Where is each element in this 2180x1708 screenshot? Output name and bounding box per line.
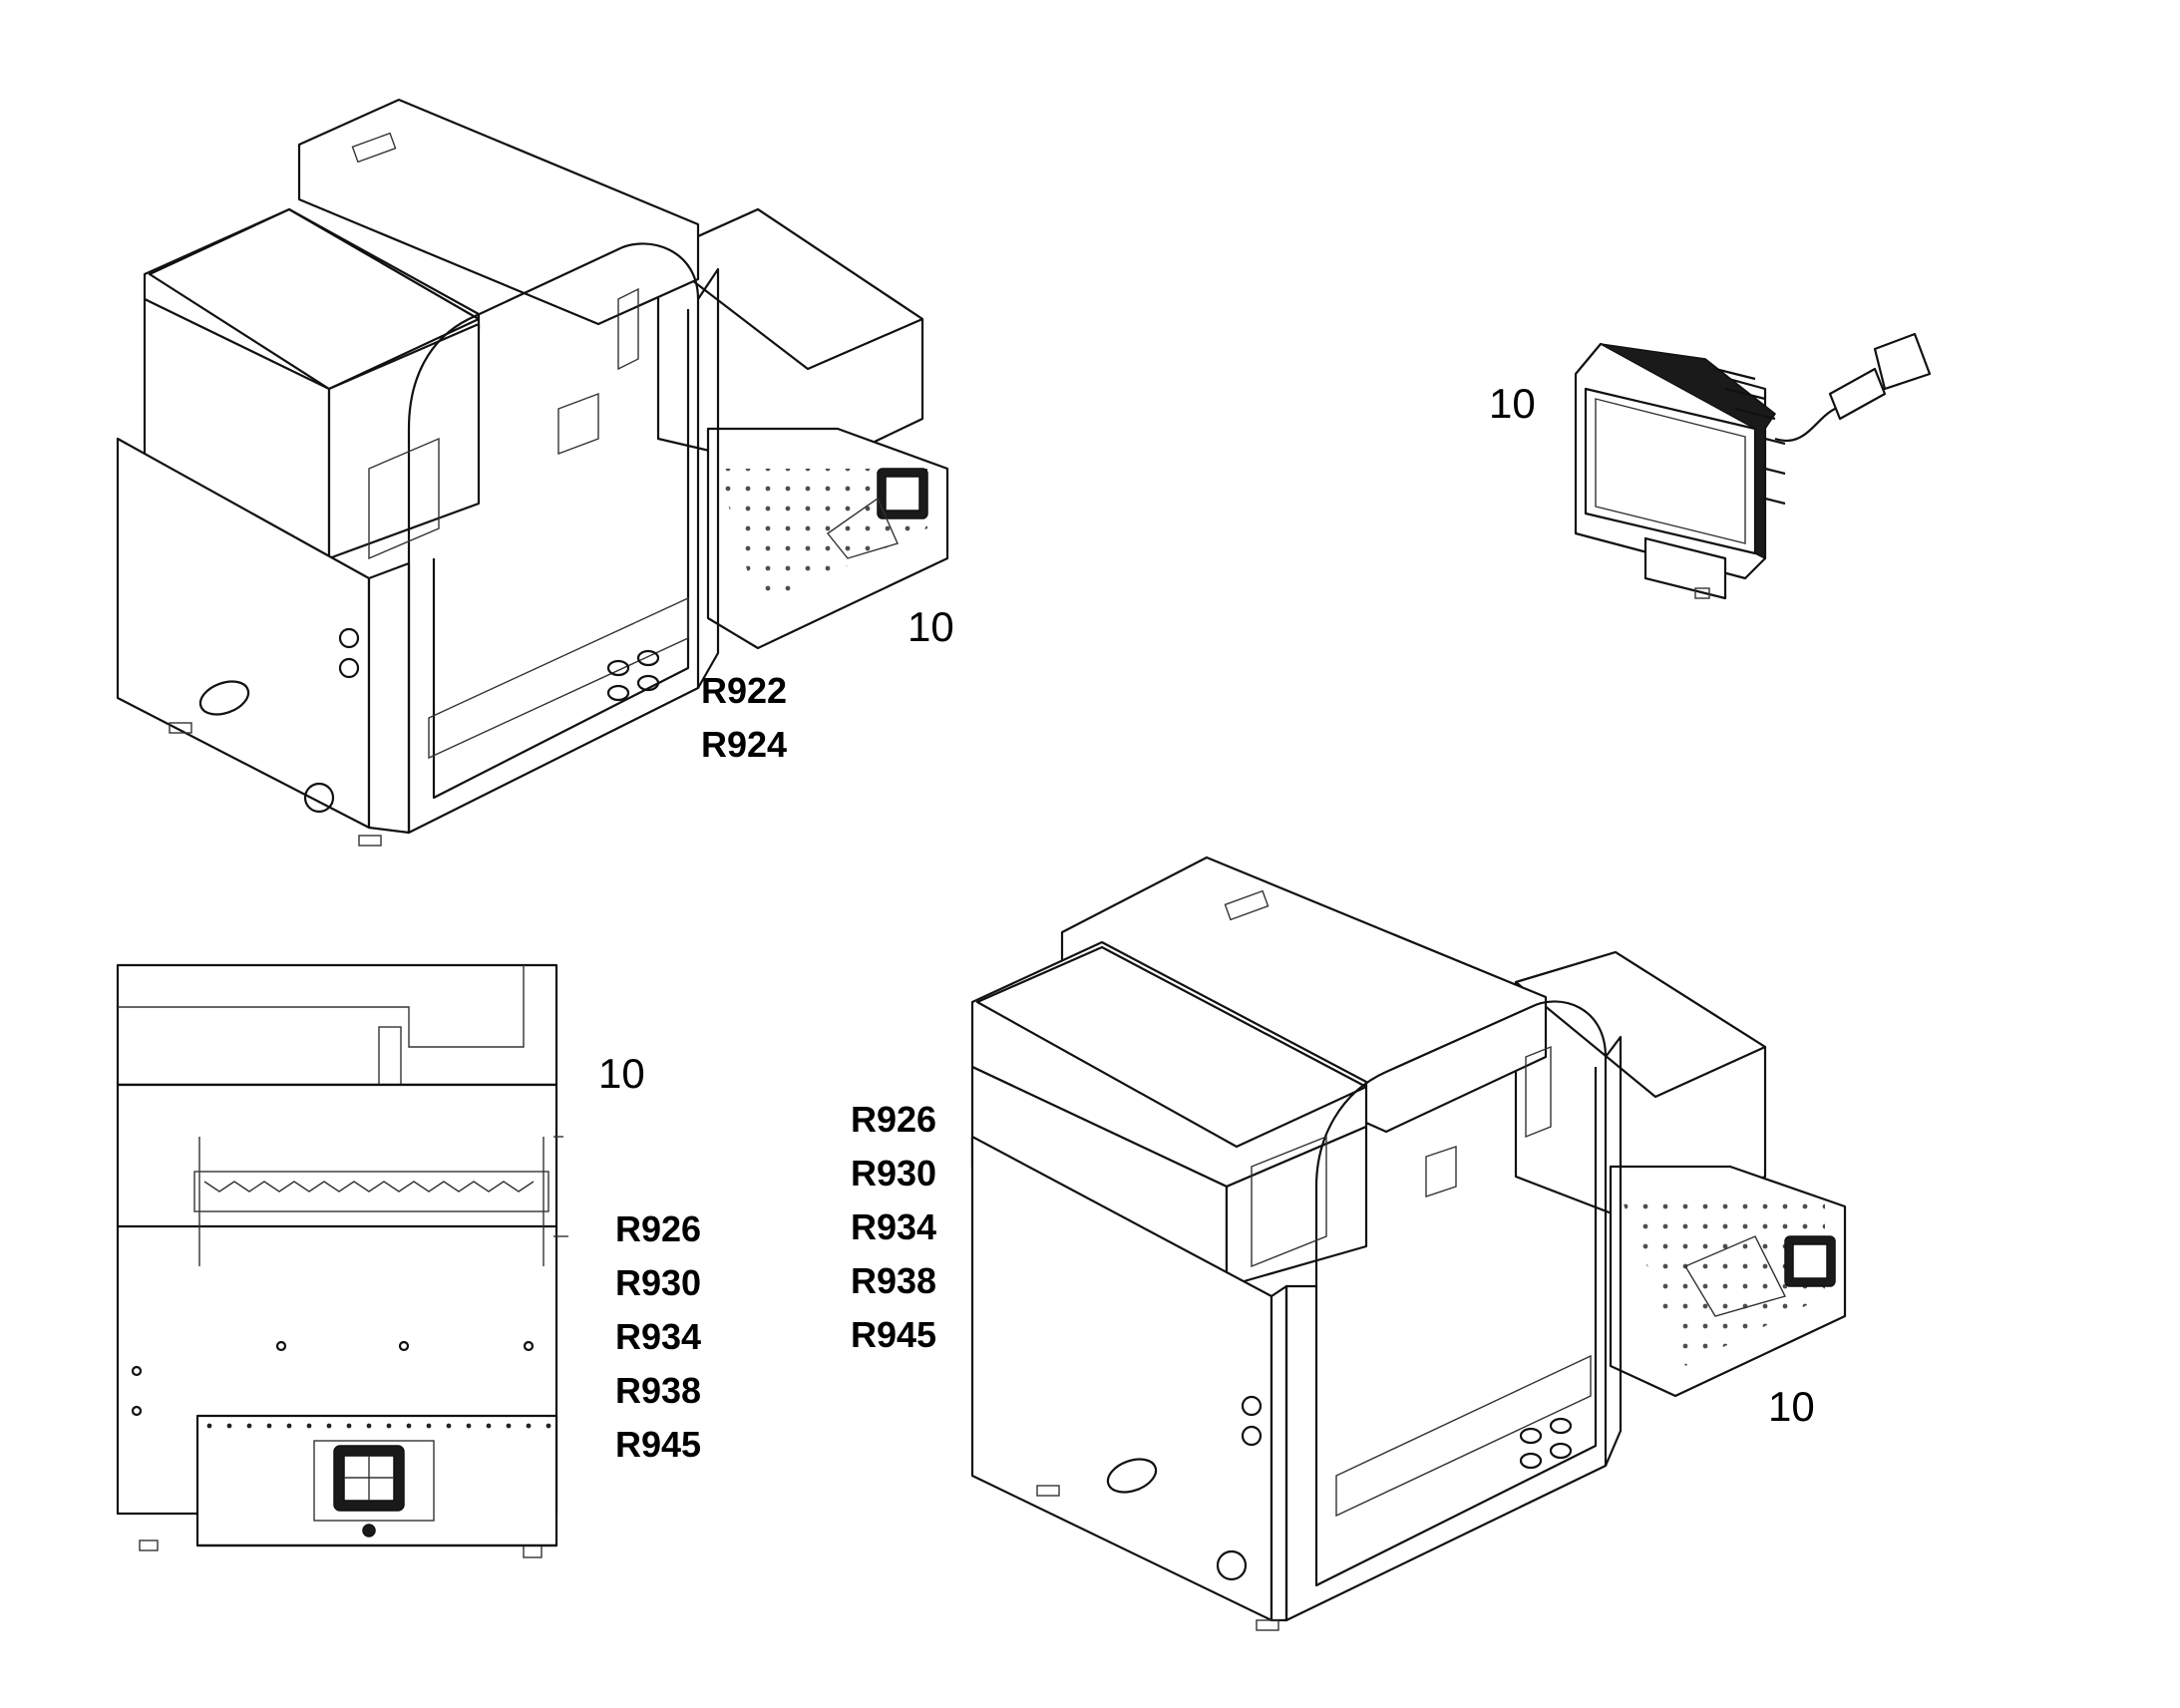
- reference-code: R924: [701, 724, 788, 765]
- reference-codes-view-2: R926 R930 R934 R938 R945: [615, 1208, 701, 1466]
- reference-code: R930: [851, 1153, 937, 1194]
- item-number-view-1: 10: [908, 603, 954, 650]
- reference-code: R945: [615, 1424, 702, 1465]
- cab-front-view-2: [116, 963, 568, 1558]
- reference-codes-view-1: R922 R924: [701, 670, 787, 766]
- reference-code: R938: [615, 1370, 702, 1411]
- reference-code: R922: [701, 670, 788, 711]
- reference-codes-view-3: R926 R930 R934 R938 R945: [851, 1099, 936, 1356]
- reference-code: R926: [851, 1099, 937, 1140]
- item-number-view-3: 10: [1768, 1383, 1815, 1430]
- cab-isometric-view-1: [116, 98, 949, 847]
- reference-code: R938: [851, 1260, 937, 1301]
- item-number-lamp: 10: [1489, 380, 1536, 427]
- reference-code: R934: [615, 1316, 702, 1357]
- reference-code: R934: [851, 1206, 937, 1247]
- work-lamp-detail: [1574, 332, 1932, 600]
- reference-code: R926: [615, 1208, 702, 1249]
- cab-isometric-view-3: [970, 855, 1847, 1631]
- reference-code: R945: [851, 1314, 937, 1355]
- reference-code: R930: [615, 1262, 702, 1303]
- item-number-view-2: 10: [598, 1050, 645, 1097]
